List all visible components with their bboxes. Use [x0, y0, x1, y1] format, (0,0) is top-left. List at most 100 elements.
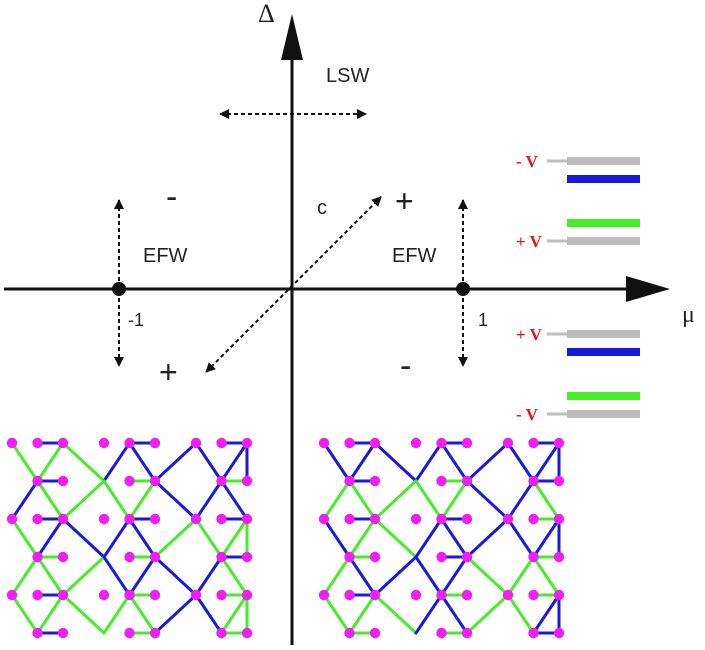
lattice-site — [344, 551, 355, 563]
phase-labels: LSW EFW EFW c — [143, 65, 437, 267]
lattice-bond — [348, 517, 377, 559]
lattice-site — [124, 513, 135, 525]
lattice-site — [344, 627, 355, 639]
lattice-bond — [36, 479, 65, 521]
c-label: c — [317, 197, 327, 219]
lattice-bond — [61, 441, 106, 483]
lattice-bond — [322, 593, 351, 635]
lattice-bond — [220, 593, 249, 635]
lattice-bond — [348, 441, 377, 483]
lattice-bond — [373, 555, 418, 597]
lattice-site — [57, 475, 69, 487]
phase-arrows — [114, 109, 468, 373]
energy-level-bar — [567, 410, 640, 418]
lattice-bond — [153, 555, 198, 597]
lattice-site — [32, 513, 43, 525]
tick-label-minus-one: -1 — [128, 310, 144, 330]
lattice-site — [190, 513, 202, 525]
delta-axis-label: Δ — [258, 0, 275, 28]
lattice-bond — [532, 593, 561, 635]
lattice-site — [57, 437, 69, 449]
voltage-label: + V — [516, 232, 543, 251]
sign-lower-left: + — [159, 354, 178, 390]
lattice-site — [528, 627, 539, 639]
lattice-bond — [348, 479, 377, 521]
lattice-sites — [6, 437, 253, 639]
lattice-bond — [465, 517, 510, 559]
voltage-legend: - V+ V+ V- V — [516, 152, 640, 424]
efw-left-label: EFW — [143, 245, 188, 267]
lattice-site — [216, 437, 227, 449]
lattice-bonds — [10, 441, 249, 635]
lattice-site — [216, 589, 227, 601]
lattice-site — [461, 589, 473, 601]
lattice-bond — [506, 441, 535, 483]
lattice-bond — [322, 479, 351, 521]
lattice-site — [241, 475, 253, 487]
lattice-bond — [102, 441, 131, 483]
lattice-bond — [10, 479, 39, 521]
lattice-bond — [128, 441, 157, 483]
lattice-site — [436, 627, 447, 639]
delta-axis-arrowhead — [281, 14, 303, 60]
lattice-site — [32, 551, 43, 563]
lattice-site — [124, 475, 135, 487]
lattice-site — [553, 627, 565, 639]
lattice-bond — [465, 479, 510, 521]
lattice-site — [6, 589, 18, 601]
lattice-bond — [322, 555, 351, 597]
lattice-bond — [153, 517, 198, 559]
lattice-site — [241, 513, 253, 525]
lattice-site — [344, 589, 355, 601]
lattice-site — [461, 627, 473, 639]
diagonal-c-arrow — [205, 196, 382, 373]
energy-level-bar — [567, 348, 640, 356]
lattice-bond — [153, 479, 198, 521]
lattice-bond — [10, 517, 39, 559]
lattice-site — [502, 513, 514, 525]
lattice-site — [318, 437, 330, 449]
lattice-site — [553, 589, 565, 601]
lattice-bond — [102, 555, 131, 597]
lattice-site — [553, 475, 565, 487]
lattice-site — [461, 551, 473, 563]
voltage-label: + V — [516, 325, 543, 344]
lattice-site — [369, 437, 381, 449]
lattice-bond — [440, 441, 469, 483]
lattice-bond — [10, 593, 39, 635]
lattice-site — [553, 551, 565, 563]
lattice-site — [124, 551, 135, 563]
lattice-site — [241, 589, 253, 601]
lattice-bond — [322, 441, 351, 483]
voltage-legend-item: - V — [516, 392, 640, 424]
lattice-bond — [61, 555, 106, 597]
lattice-bond — [194, 479, 223, 521]
lattice-bond — [128, 479, 157, 521]
lattice-bond — [414, 479, 443, 521]
lattice-bond — [348, 555, 377, 597]
lattice-site — [57, 513, 69, 525]
lattice-site — [57, 627, 69, 639]
lattice-site — [98, 589, 110, 601]
lattice-site — [436, 437, 447, 449]
lattice-site — [318, 513, 330, 525]
energy-level-bar — [567, 175, 640, 183]
lattice-bond — [532, 517, 561, 559]
lattice-site — [344, 513, 355, 525]
lattice-site — [32, 437, 43, 449]
lattice-site — [216, 551, 227, 563]
lattice-bond — [506, 555, 535, 597]
energy-level-bar — [567, 330, 640, 338]
lattice-site — [436, 589, 447, 601]
lattice-bond — [532, 441, 561, 483]
lattice-bond — [440, 593, 469, 635]
lattice-site — [216, 475, 227, 487]
lattice-site — [369, 513, 381, 525]
lattice-bond — [532, 479, 561, 521]
lattice-site — [436, 475, 447, 487]
lattice-site — [149, 475, 161, 487]
lattice-site — [149, 627, 161, 639]
voltage-legend-item: + V — [516, 219, 640, 251]
lattice-bond — [61, 517, 106, 559]
